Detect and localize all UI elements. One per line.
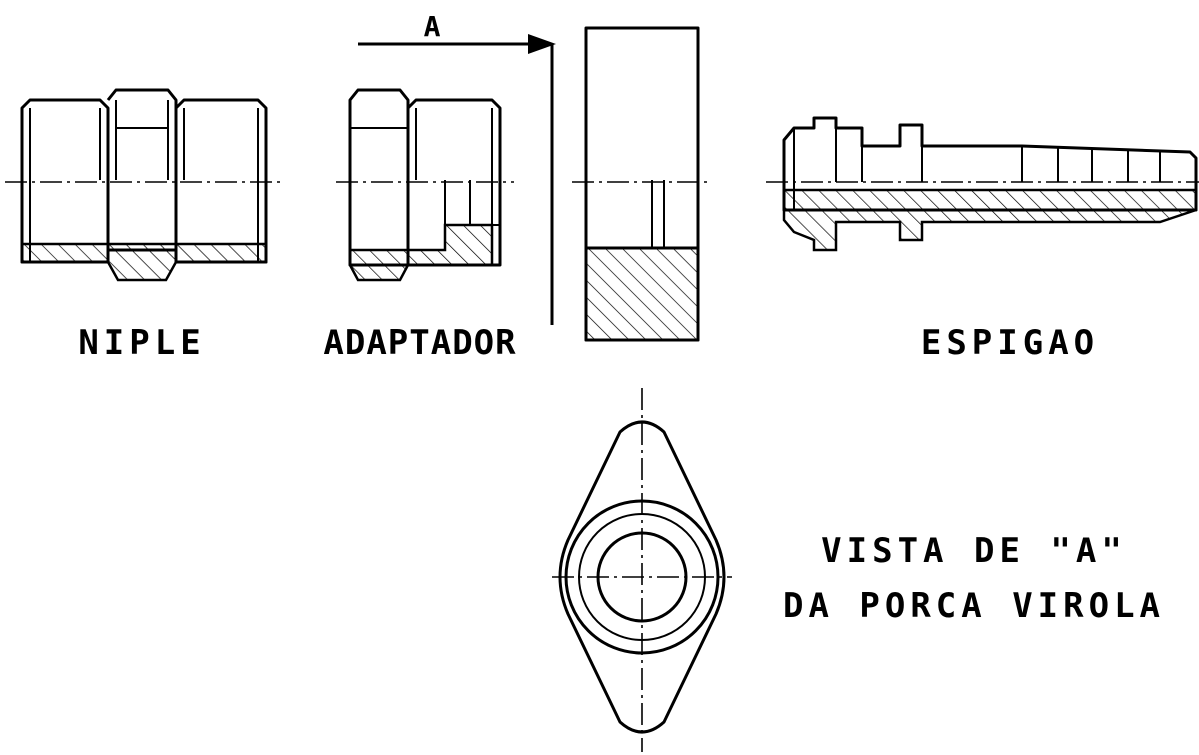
adaptador-label: ADAPTADOR [323,323,516,363]
porca-virola-end-view [558,420,726,734]
niple-label: NIPLE [78,323,205,363]
niple-drawing [20,88,268,282]
center-lines [5,181,1199,752]
section-letter: A [424,10,441,43]
adaptador-drawing [348,88,502,282]
section-line-a [358,34,556,325]
porca-virola-section [584,26,700,342]
espigao-drawing [782,116,1198,252]
view-label-line1: VISTA DE "A" [821,531,1127,571]
espigao-label: ESPIGAO [921,323,1099,363]
view-label-line2: DA PORCA VIROLA [783,586,1165,626]
